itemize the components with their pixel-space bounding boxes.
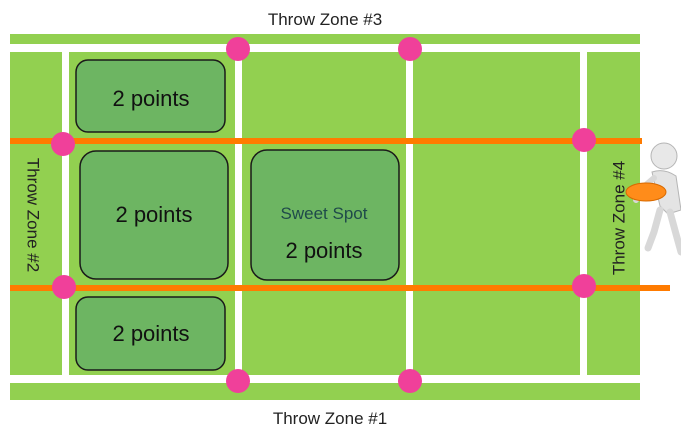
scoring-box-bottom xyxy=(75,296,226,371)
upper-orange-line xyxy=(10,138,642,144)
sweet-spot-title: Sweet Spot xyxy=(281,204,368,223)
marker xyxy=(226,37,250,61)
marker xyxy=(52,275,76,299)
frisbee-icon xyxy=(625,182,667,202)
scoring-box-top-label: 2 points xyxy=(112,86,189,111)
lower-orange-line xyxy=(10,285,670,291)
throw-zone-top-label: Throw Zone #3 xyxy=(268,10,382,29)
throw-zone-left-label: Throw Zone #2 xyxy=(24,158,43,272)
top-line xyxy=(10,44,640,52)
center-left-line xyxy=(235,44,242,383)
markers xyxy=(51,37,596,393)
marker xyxy=(226,369,250,393)
scoring-box-top xyxy=(75,59,226,133)
bottom-line xyxy=(10,375,640,383)
right-sideline xyxy=(580,44,587,383)
throw-zone-right-label: Throw Zone #4 xyxy=(609,161,628,275)
center-right-line xyxy=(406,44,413,383)
sweet-spot-box xyxy=(250,149,400,281)
scoring-box-middle-label: 2 points xyxy=(115,202,192,227)
left-sideline xyxy=(62,44,69,383)
stick-figure-thrower-icon xyxy=(633,142,681,256)
sweet-spot-points: 2 points xyxy=(285,238,362,263)
court-lines xyxy=(10,44,640,383)
marker xyxy=(398,37,422,61)
scoring-box-bottom-label: 2 points xyxy=(112,321,189,346)
marker xyxy=(572,274,596,298)
scoring-box-middle xyxy=(79,150,229,280)
orange-lines xyxy=(10,138,670,291)
marker xyxy=(51,132,75,156)
throw-zone-bottom-label: Throw Zone #1 xyxy=(273,409,387,428)
marker xyxy=(572,128,596,152)
scoring-boxes xyxy=(75,59,400,371)
marker xyxy=(398,369,422,393)
